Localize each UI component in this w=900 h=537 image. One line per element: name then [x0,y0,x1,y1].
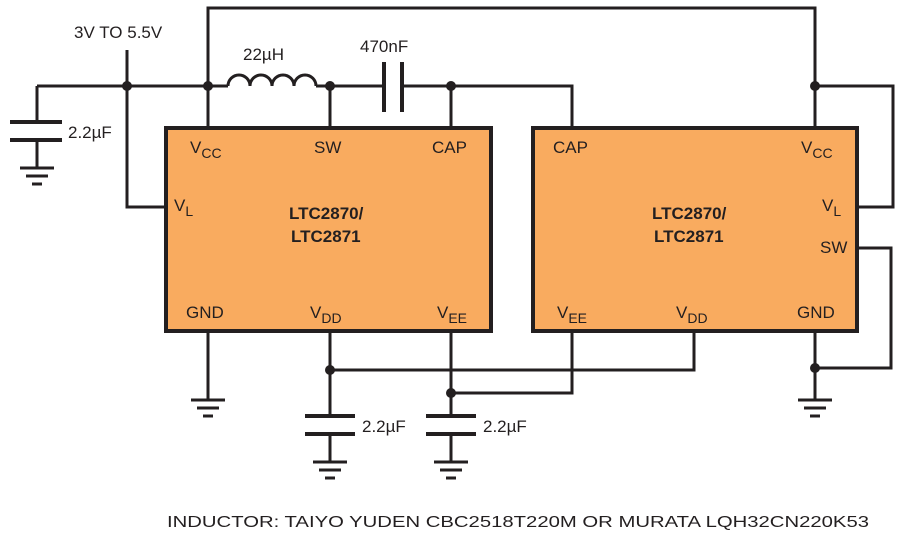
ground-symbol-input-cap [20,166,54,186]
chip-right-pin-vcc: VCC [801,138,833,161]
junction-vcc-right [810,81,820,91]
chip-left-pin-vl: VL [174,196,193,219]
chip-right-pin-vee: VEE [557,303,587,326]
ground-symbol-left-chip [191,398,225,418]
flying-cap-value-label: 470nF [360,37,408,56]
inductor-footnote: INDUCTOR: TAIYO YUDEN CBC2518T220M OR MU… [167,514,869,531]
input-cap-value-label: 2.2µF [68,123,112,142]
wire-vl-left [125,86,166,209]
ground-symbol-right-chip [798,398,832,418]
wire-sw-right [815,246,893,370]
wire-vl-right [815,84,895,209]
wire-vcc-bridge [206,6,817,128]
chip-left-pin-sw: SW [314,138,341,157]
chip-right-title-line1: LTC2870/ [652,204,727,223]
chip-left-pin-cap: CAP [432,138,467,157]
junction-vee [446,388,456,398]
ground-symbol-vdd-cap [313,460,347,480]
chip-right-title-line2: LTC2871 [654,227,724,246]
chip-left-pin-vcc: VCC [190,138,222,161]
inductor-coil [226,73,318,87]
chip-left-title-line1: LTC2870/ [289,204,364,223]
chip-right-pin-vdd: VDD [676,303,708,326]
junction-supply [122,81,132,91]
wire-vdd-bridge [330,331,696,372]
junction-sw-left [325,81,335,91]
wire-cap-node [402,84,574,128]
chip-right-pin-gnd: GND [797,303,835,322]
chip-right-pin-cap: CAP [553,138,588,157]
chip-left-body [164,126,493,333]
chip-left-pin-gnd: GND [186,303,224,322]
vdd-cap-value-label: 2.2µF [362,417,406,436]
chip-left-pin-vee: VEE [437,303,467,326]
chip-left-pin-vdd: VDD [310,303,342,326]
wire-vee-bridge [451,331,574,395]
junction-vcc-left [203,81,213,91]
chip-right-pin-sw: SW [820,238,847,257]
vee-cap-value-label: 2.2µF [483,417,527,436]
supply-voltage-label: 3V TO 5.5V [74,23,163,42]
inductor-value-label: 22µH [243,45,284,64]
chip-right-body [531,126,859,333]
ground-symbol-vee-cap [434,460,468,480]
junction-cap-left [446,81,456,91]
junction-vdd [325,365,335,375]
chip-right-pin-vl: VL [822,196,841,219]
junction-gnd-right [810,363,820,373]
chip-left-title-line2: LTC2871 [291,227,361,246]
